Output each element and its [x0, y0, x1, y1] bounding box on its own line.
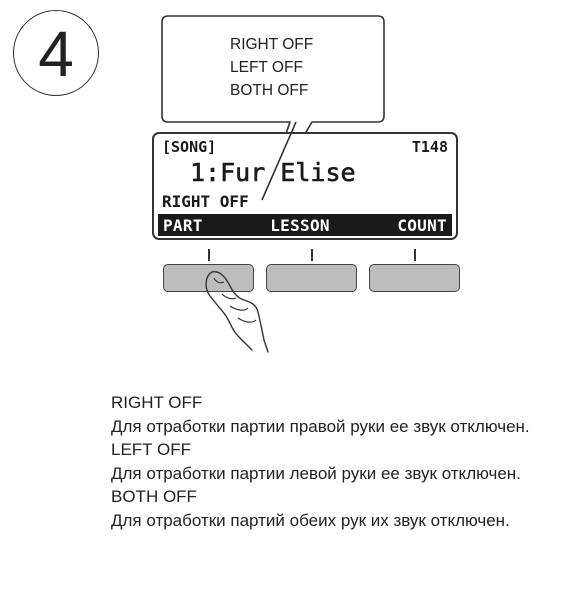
callout-line-left: LEFT OFF — [230, 59, 303, 76]
description-text-right: Для отработки партии правой руки ее звук… — [111, 416, 530, 436]
description-heading-left: LEFT OFF — [111, 440, 191, 459]
button-tick-1 — [208, 249, 210, 261]
description-heading-both: BOTH OFF — [111, 487, 197, 506]
lcd-song-title: 1:Fur Elise — [190, 158, 356, 188]
lcd-function-bar: PART LESSON COUNT — [158, 214, 452, 236]
description-text-both: Для отработки партий обеих рук их звук о… — [111, 510, 510, 530]
button-tick-2 — [311, 249, 313, 261]
lcd-mode-label: [SONG] — [162, 138, 217, 156]
step-number-badge: 4 — [13, 10, 99, 96]
function-button-3[interactable] — [369, 264, 460, 292]
lcd-part-status: RIGHT OFF — [162, 192, 249, 211]
description-text-left: Для отработки партии левой руки ее звук … — [111, 463, 521, 483]
description-heading-right: RIGHT OFF — [111, 393, 203, 412]
function-button-2[interactable] — [266, 264, 357, 292]
lcd-bar-lesson: LESSON — [270, 215, 330, 235]
description-list: RIGHT OFF Для отработки партии правой ру… — [111, 391, 571, 532]
callout-text: RIGHT OFF LEFT OFF BOTH OFF — [230, 33, 313, 102]
step-number: 4 — [38, 18, 74, 90]
lcd-display: [SONG] T148 1:Fur Elise RIGHT OFF PART L… — [152, 132, 458, 240]
lcd-bar-count: COUNT — [397, 215, 447, 235]
callout-line-right: RIGHT OFF — [230, 36, 314, 53]
callout-line-both: BOTH OFF — [230, 82, 309, 99]
lcd-tempo: T148 — [411, 138, 448, 156]
lcd-bar-part: PART — [163, 215, 203, 235]
function-button-1[interactable] — [163, 264, 254, 292]
button-tick-3 — [414, 249, 416, 261]
